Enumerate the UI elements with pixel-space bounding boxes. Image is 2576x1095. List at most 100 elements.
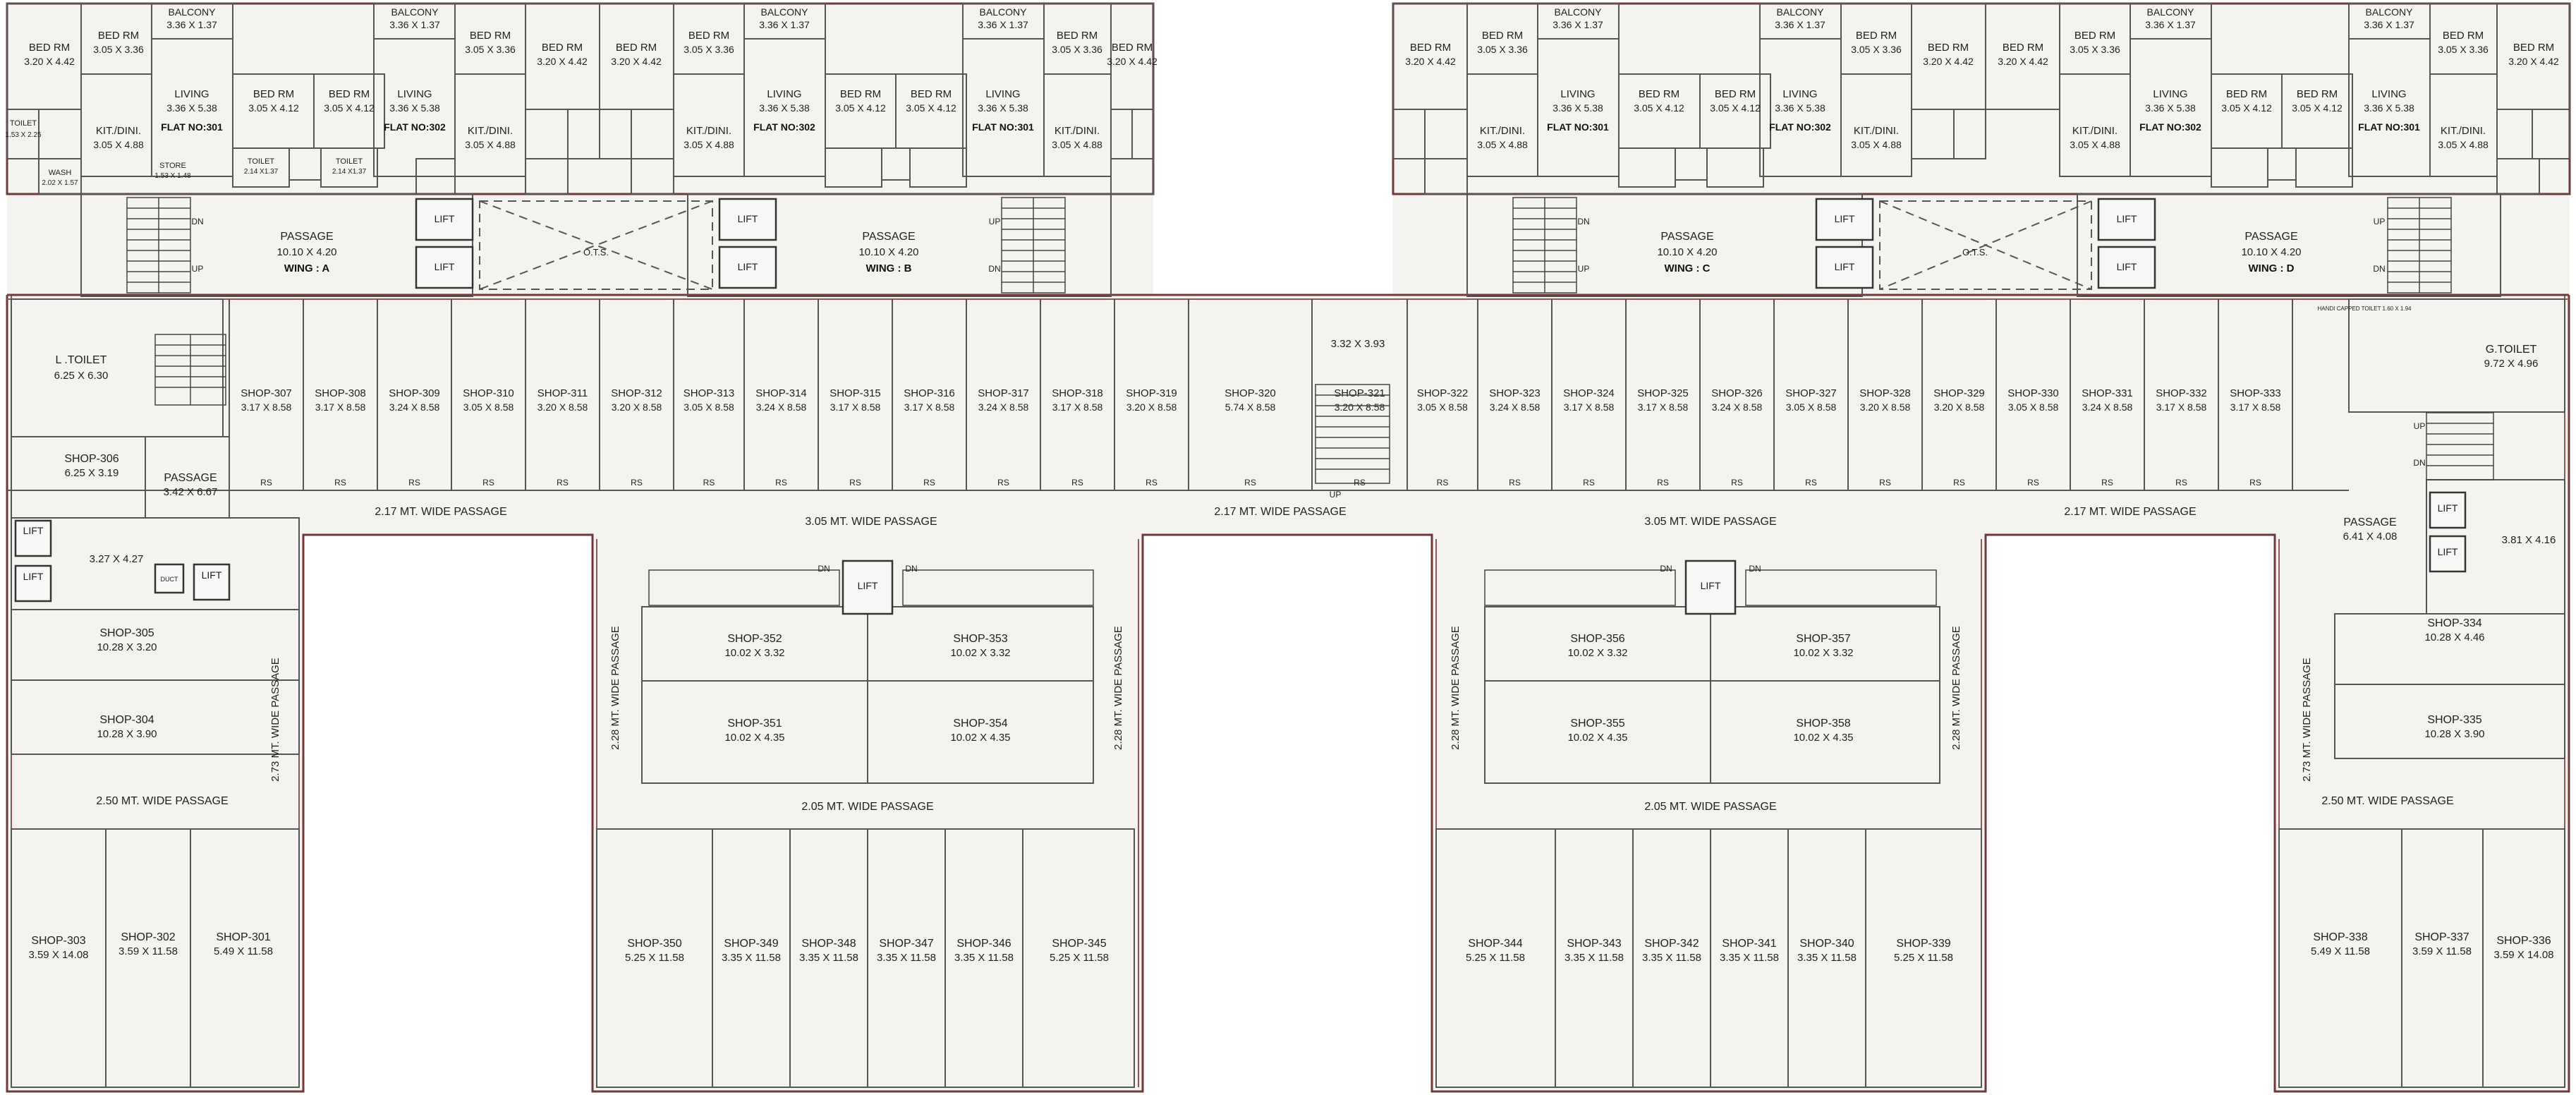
passage-label: PASSAGE bbox=[164, 472, 217, 484]
shop-label: SHOP-341 bbox=[1722, 938, 1776, 950]
wing-label: WING : C bbox=[1665, 262, 1711, 274]
shop-size: 5.25 X 11.58 bbox=[1894, 952, 1953, 964]
passage-labels: 2.17 MT. WIDE PASSAGE 3.05 MT. WIDE PASS… bbox=[375, 506, 2196, 813]
stair-size: 3.32 X 3.93 bbox=[1331, 338, 1385, 350]
room-label: BED RM bbox=[1112, 42, 1153, 54]
shop-size: 3.17 X 8.58 bbox=[315, 401, 366, 413]
room-label: BED RM bbox=[840, 88, 881, 100]
room-label: TOILET bbox=[248, 157, 275, 166]
shop-label: SHOP-319 bbox=[1126, 387, 1177, 399]
left-block-labels: L .TOILET 6.25 X 6.30 SHOP-306 6.25 X 3.… bbox=[23, 354, 281, 961]
room-label: LIVING bbox=[2371, 88, 2406, 100]
lift-label: LIFT bbox=[2117, 261, 2137, 272]
shop-size: 3.59 X 11.58 bbox=[119, 945, 178, 957]
rs-label: RS bbox=[923, 478, 935, 488]
stair-up: UP bbox=[2414, 421, 2426, 431]
shop-size: 3.35 X 11.58 bbox=[1720, 952, 1779, 964]
shop-size: 3.20 X 8.58 bbox=[1335, 401, 1385, 413]
room-label: BED RM bbox=[1928, 42, 1969, 54]
shop-label: SHOP-335 bbox=[2427, 714, 2481, 726]
lift-label: LIFT bbox=[202, 569, 222, 581]
passage-size: 6.41 X 4.08 bbox=[2343, 531, 2398, 543]
shop-size: 3.20 X 8.58 bbox=[1934, 401, 1985, 413]
shop-size: 3.17 X 8.58 bbox=[830, 401, 881, 413]
shop-label: SHOP-317 bbox=[978, 387, 1029, 399]
flat-number: FLAT NO:301 bbox=[972, 121, 1034, 133]
room-label: BALCONY bbox=[1555, 6, 1603, 18]
room-label: HANDI CAPPED TOILET 1.60 X 1.94 bbox=[2318, 305, 2412, 312]
room-label: KIT./DINI. bbox=[1854, 125, 1899, 137]
shop-size: 5.25 X 11.58 bbox=[1050, 952, 1109, 964]
shop-size: 3.17 X 8.58 bbox=[2230, 401, 2281, 413]
shop-label: SHOP-349 bbox=[724, 938, 778, 950]
rs-label: RS bbox=[1879, 478, 1891, 488]
wing-label: WING : D bbox=[2249, 262, 2295, 274]
rs-label: RS bbox=[703, 478, 715, 488]
stair-dn: DN bbox=[1577, 217, 1589, 226]
room-label: BED RM bbox=[2443, 30, 2484, 42]
shop-label: SHOP-331 bbox=[2082, 387, 2133, 399]
shop-label: SHOP-314 bbox=[755, 387, 807, 399]
shop-label: SHOP-345 bbox=[1052, 938, 1106, 950]
passage-label: 2.73 MT. WIDE PASSAGE bbox=[269, 658, 281, 782]
passage-label: 2.50 MT. WIDE PASSAGE bbox=[2321, 795, 2453, 807]
room-size: 3.05 X 4.12 bbox=[835, 102, 886, 114]
shop-label: SHOP-333 bbox=[2230, 387, 2281, 399]
room-label: KIT./DINI. bbox=[96, 125, 141, 137]
room-size: 3.05 X 4.12 bbox=[324, 102, 375, 114]
shop-label: SHOP-318 bbox=[1052, 387, 1103, 399]
right-block-labels: G.TOILET 9.72 X 4.96 HANDI CAPPED TOILET… bbox=[2301, 305, 2556, 961]
shop-size: 10.02 X 4.35 bbox=[950, 732, 1010, 744]
shop-label: SHOP-348 bbox=[801, 938, 856, 950]
shop-size: 3.24 X 8.58 bbox=[1490, 401, 1541, 413]
shop-label: SHOP-324 bbox=[1563, 387, 1615, 399]
room-label: BALCONY bbox=[169, 6, 217, 18]
shop-label: SHOP-332 bbox=[2156, 387, 2207, 399]
room-size: 3.20 X 4.42 bbox=[1107, 56, 1158, 67]
shop-label: SHOP-358 bbox=[1796, 718, 1850, 730]
passage-size: 10.10 X 4.20 bbox=[2241, 246, 2301, 258]
wings-ab bbox=[6, 2, 1155, 297]
room-size: 3.36 X 1.37 bbox=[759, 19, 810, 30]
shop-label: SHOP-320 bbox=[1225, 387, 1276, 399]
shop-size: 3.17 X 8.58 bbox=[2156, 401, 2207, 413]
rs-label: RS bbox=[1509, 478, 1521, 488]
passage-size: 3.42 X 6.67 bbox=[164, 486, 218, 498]
room-label: LIVING bbox=[767, 88, 801, 100]
shop-label: SHOP-304 bbox=[99, 714, 154, 726]
stair-dn: DN bbox=[1749, 564, 1761, 574]
room-size: 3.36 X 5.38 bbox=[1553, 102, 1603, 114]
lift-label: LIFT bbox=[2438, 546, 2458, 557]
flat-number: FLAT NO:302 bbox=[1769, 121, 1831, 133]
room-label: BALCONY bbox=[2147, 6, 2195, 18]
passage-label: PASSAGE bbox=[2244, 231, 2297, 243]
rs-label: RS bbox=[1437, 478, 1449, 488]
room-label: BED RM bbox=[542, 42, 583, 54]
shop-label: SHOP-316 bbox=[904, 387, 955, 399]
shop-label: SHOP-340 bbox=[1799, 938, 1854, 950]
room-label: BED RM bbox=[29, 42, 70, 54]
room-size: 3.05 X 3.36 bbox=[93, 44, 144, 55]
passage-size: 10.10 X 4.20 bbox=[1657, 246, 1717, 258]
shop-size: 3.17 X 8.58 bbox=[1564, 401, 1615, 413]
room-label: BALCONY bbox=[2366, 6, 2414, 18]
shop-size: 5.49 X 11.58 bbox=[2311, 945, 2370, 957]
flat-number: FLAT NO:301 bbox=[161, 121, 223, 133]
rs-label: RS bbox=[1805, 478, 1817, 488]
room-size: 2.14 X1.37 bbox=[244, 168, 279, 176]
shop-size: 3.20 X 8.58 bbox=[1126, 401, 1177, 413]
lift-label: LIFT bbox=[738, 261, 758, 272]
passage-label: 2.17 MT. WIDE PASSAGE bbox=[2064, 506, 2196, 518]
flat-number: FLAT NO:302 bbox=[2139, 121, 2201, 133]
shop-label: SHOP-344 bbox=[1468, 938, 1522, 950]
room-label: TOILET bbox=[336, 157, 363, 166]
room-label: KIT./DINI. bbox=[468, 125, 513, 137]
shop-label: SHOP-313 bbox=[684, 387, 735, 399]
flat-number: FLAT NO:302 bbox=[753, 121, 815, 133]
shop-size: 10.02 X 4.35 bbox=[1793, 732, 1853, 744]
shop-label: SHOP-354 bbox=[953, 718, 1007, 730]
wing-label: WING : B bbox=[866, 262, 912, 274]
shop-label: SHOP-339 bbox=[1896, 938, 1950, 950]
room-size: 3.05 X 3.36 bbox=[465, 44, 516, 55]
shop-label: SHOP-338 bbox=[2313, 931, 2367, 943]
